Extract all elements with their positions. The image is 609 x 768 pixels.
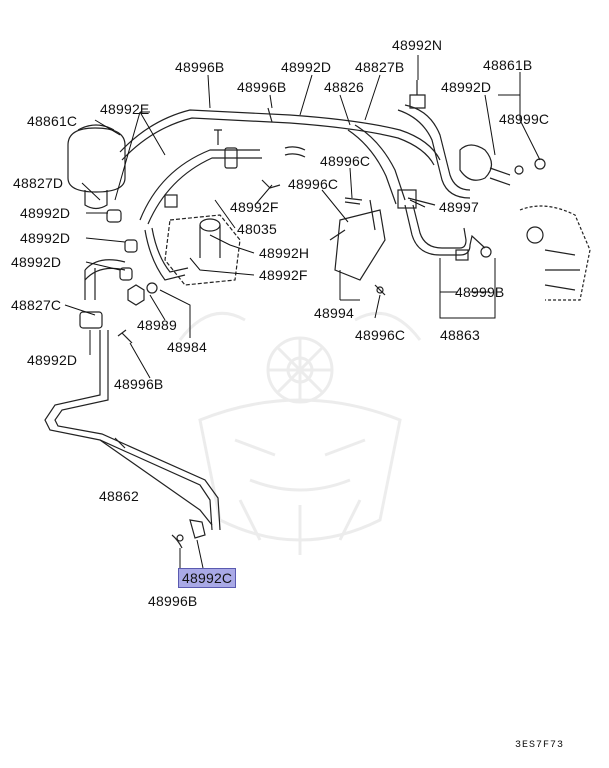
part-label-48996B[interactable]: 48996B [148, 593, 198, 609]
part-label-48994[interactable]: 48994 [314, 305, 354, 321]
part-label-48992F[interactable]: 48992F [230, 199, 279, 215]
part-label-48992E[interactable]: 48992E [100, 101, 150, 117]
part-label-48992D[interactable]: 48992D [441, 79, 492, 95]
part-label-48992D[interactable]: 48992D [11, 254, 62, 270]
watermark-emblem [178, 311, 422, 555]
part-label-48996C[interactable]: 48996C [355, 327, 406, 343]
part-label-48992D[interactable]: 48992D [27, 352, 78, 368]
part-label-48862[interactable]: 48862 [99, 488, 139, 504]
part-label-48989[interactable]: 48989 [137, 317, 177, 333]
part-label-48827C[interactable]: 48827C [11, 297, 62, 313]
part-label-48996C[interactable]: 48996C [288, 176, 339, 192]
pipe-drawings [44, 80, 591, 549]
part-label-48992D[interactable]: 48992D [20, 205, 71, 221]
part-label-48996B[interactable]: 48996B [114, 376, 164, 392]
part-label-48996B[interactable]: 48996B [237, 79, 287, 95]
part-label-48999C[interactable]: 48999C [499, 111, 550, 127]
part-label-48827B[interactable]: 48827B [355, 59, 405, 75]
part-label-48992D[interactable]: 48992D [20, 230, 71, 246]
part-label-48861C[interactable]: 48861C [27, 113, 78, 129]
part-label-48984[interactable]: 48984 [167, 339, 207, 355]
part-label-48992C-highlighted[interactable]: 48992C [178, 568, 237, 588]
part-label-48992N[interactable]: 48992N [392, 37, 443, 53]
part-label-48826[interactable]: 48826 [324, 79, 364, 95]
part-label-48992D[interactable]: 48992D [281, 59, 332, 75]
part-label-48992H[interactable]: 48992H [259, 245, 310, 261]
part-label-48035[interactable]: 48035 [237, 221, 277, 237]
part-label-48996B[interactable]: 48996B [175, 59, 225, 75]
part-label-48863[interactable]: 48863 [440, 327, 480, 343]
part-label-48997[interactable]: 48997 [439, 199, 479, 215]
leader-lines [64, 55, 541, 569]
part-label-48992F[interactable]: 48992F [259, 267, 308, 283]
part-label-48999B[interactable]: 48999B [455, 284, 505, 300]
part-label-48827D[interactable]: 48827D [13, 175, 64, 191]
part-label-48861B[interactable]: 48861B [483, 57, 533, 73]
figure-code: 3ES7F73 [515, 740, 565, 751]
part-label-48996C[interactable]: 48996C [320, 153, 371, 169]
